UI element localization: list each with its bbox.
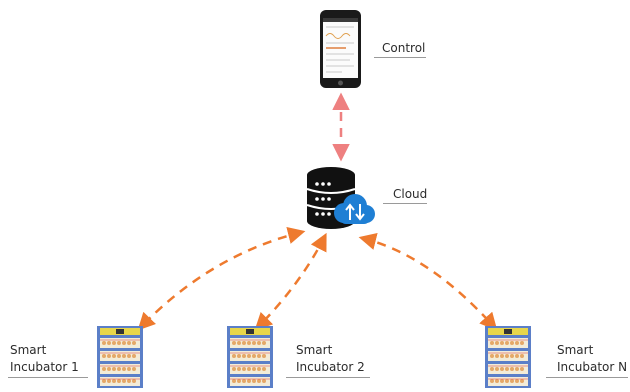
incubator-icon [484, 325, 532, 389]
control-underline [374, 57, 426, 58]
cloud-sync-icon [334, 194, 375, 224]
incubator-icon [226, 325, 274, 389]
cloud-label: Cloud [393, 187, 428, 201]
incubator-n-label-line2: Incubator N [557, 360, 628, 374]
incubator-2-label-line1: Smart [296, 343, 333, 357]
incubator-1-label-line1: Smart [10, 343, 47, 357]
incubator-1-label-line2: Incubator 1 [10, 360, 79, 374]
link-incubator-n [358, 232, 498, 331]
incubator-2-label-line2: Incubator 2 [296, 360, 365, 374]
incubator-n-label-line1: Smart [557, 343, 594, 357]
link-incubator-1 [137, 226, 306, 331]
database-cloud-icon [306, 167, 375, 229]
incubator-1-underline [8, 377, 88, 378]
link-incubator-2 [254, 232, 327, 331]
incubator-n-underline [546, 377, 628, 378]
cloud-underline [383, 203, 427, 204]
incubator-icon [96, 325, 144, 389]
smartphone-icon [320, 10, 361, 88]
control-label: Control [382, 41, 426, 55]
incubator-2-underline [286, 377, 370, 378]
